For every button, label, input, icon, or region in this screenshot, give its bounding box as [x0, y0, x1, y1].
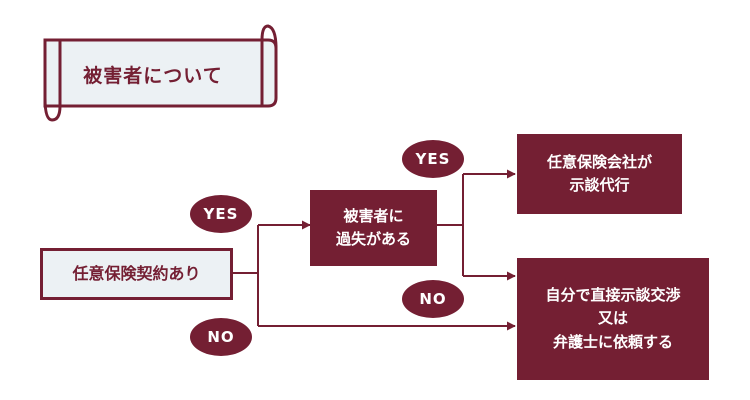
node-self-or-lawyer: 自分で直接示談交渉 又は 弁護士に依頼する [517, 258, 709, 380]
branch-label-start-yes: YES [190, 195, 252, 233]
node-line: 自分で直接示談交渉 [545, 286, 681, 305]
node-insurer-negotiates: 任意保険会社が 示談代行 [517, 134, 682, 214]
node-line: 示談代行 [569, 176, 630, 194]
page-title: 被害者について [83, 64, 223, 87]
branch-label-fault-no: NO [402, 280, 464, 318]
node-line: 被害者に [343, 206, 404, 225]
node-line: 又は [597, 309, 628, 328]
node-line: 過失がある [335, 230, 411, 248]
node-line: 弁護士に依頼する [552, 332, 673, 351]
scroll-banner [43, 24, 278, 122]
scroll-curl-top [260, 24, 278, 49]
scroll-curl-bottom [43, 97, 62, 122]
node-insurance-contract: 任意保険契約あり [40, 248, 233, 300]
node-line: 任意保険契約あり [72, 263, 201, 283]
branch-label-fault-yes: YES [402, 140, 464, 178]
node-victim-fault: 被害者に 過失がある [310, 190, 437, 266]
branch-label-start-no: NO [190, 318, 252, 356]
node-line: 任意保険会社が [546, 152, 652, 171]
